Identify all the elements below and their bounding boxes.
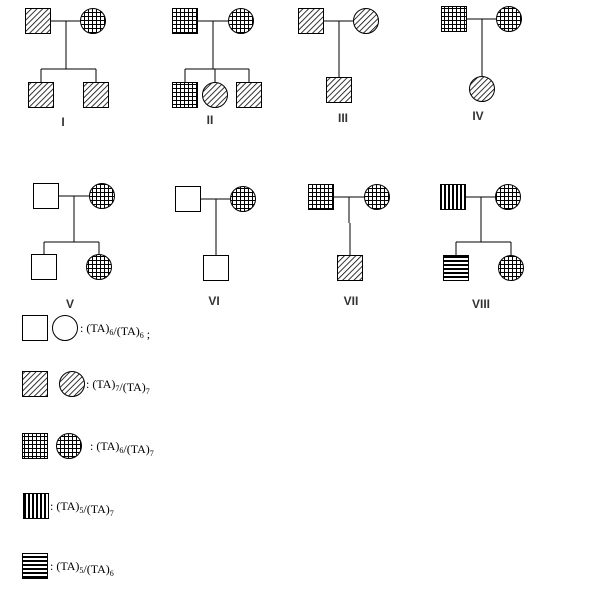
mother-symbol [364, 184, 390, 210]
father-symbol [441, 6, 467, 32]
genotype-label: : (TA)7/(TA)7 [86, 377, 150, 396]
mother-symbol [228, 8, 254, 34]
family-7: VII [308, 184, 390, 308]
family-1: I [25, 8, 109, 129]
child-symbol [469, 76, 495, 102]
legend-row: : (TA)6/(TA)6 ; [22, 315, 150, 341]
child-symbol [28, 82, 54, 108]
child-symbol [86, 254, 112, 280]
family-label: II [207, 113, 214, 127]
genotype-label: : (TA)5/(TA)7 [50, 499, 114, 518]
family-5: V [31, 183, 115, 311]
family-label: VIII [472, 297, 490, 311]
family-6: VI [175, 186, 256, 308]
family-3: III [298, 8, 379, 125]
legend-symbol [52, 315, 78, 341]
mother-symbol [496, 6, 522, 32]
legend-symbol [23, 493, 49, 519]
father-symbol [440, 184, 466, 210]
father-symbol [175, 186, 201, 212]
legend-symbol [59, 371, 85, 397]
father-symbol [298, 8, 324, 34]
father-symbol [25, 8, 51, 34]
legend-symbol [22, 315, 48, 341]
mother-symbol [495, 184, 521, 210]
child-symbol [203, 255, 229, 281]
mother-symbol [353, 8, 379, 34]
child-symbol [498, 255, 524, 281]
child-symbol [172, 82, 198, 108]
family-label: VII [344, 294, 359, 308]
genotype-label: : (TA)6/(TA)6 ; [80, 321, 150, 341]
family-label: III [338, 111, 348, 125]
legend-row: : (TA)7/(TA)7 [22, 371, 150, 397]
legend-symbol [22, 371, 48, 397]
family-8: VIII [440, 184, 524, 311]
child-symbol [31, 254, 57, 280]
family-2: II [172, 8, 262, 127]
legend: : (TA)6/(TA)6 ; : (TA)7/(TA)7 : (TA)6/(TA… [22, 315, 154, 579]
legend-row: : (TA)6/(TA)7 [22, 433, 154, 459]
father-symbol [308, 184, 334, 210]
father-symbol [33, 183, 59, 209]
family-label: V [66, 297, 74, 311]
family-label: VI [208, 294, 219, 308]
legend-symbol [56, 433, 82, 459]
child-symbol [326, 77, 352, 103]
legend-row: : (TA)5/(TA)7 [23, 493, 114, 519]
legend-symbol [22, 553, 48, 579]
father-symbol [172, 8, 198, 34]
legend-symbol [22, 433, 48, 459]
family-label: IV [472, 109, 483, 123]
mother-symbol [230, 186, 256, 212]
genotype-label: : (TA)5/(TA)6 [50, 559, 114, 578]
mother-symbol [80, 8, 106, 34]
child-symbol [443, 255, 469, 281]
family-label: I [61, 115, 64, 129]
child-symbol [202, 82, 228, 108]
mother-symbol [89, 183, 115, 209]
child-symbol [337, 255, 363, 281]
child-symbol [236, 82, 262, 108]
child-symbol [83, 82, 109, 108]
genotype-label: : (TA)6/(TA)7 [90, 439, 154, 458]
family-4: IV [441, 6, 522, 123]
legend-row: : (TA)5/(TA)6 [22, 553, 114, 579]
